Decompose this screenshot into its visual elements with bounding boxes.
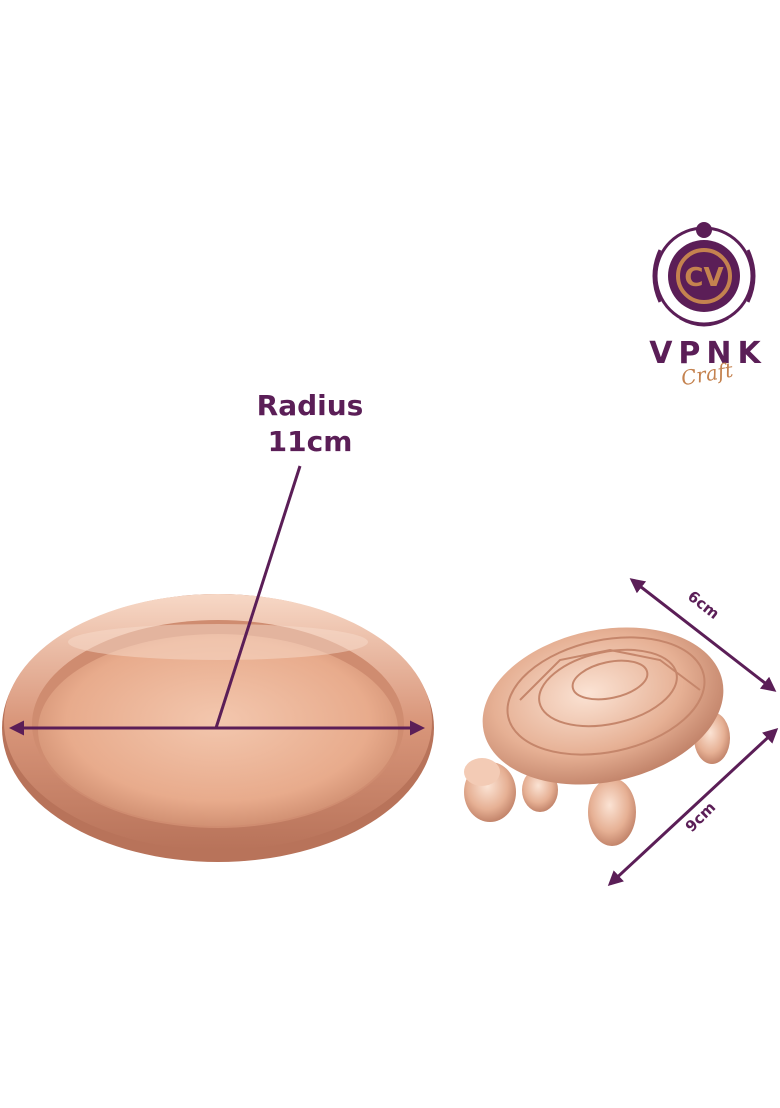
width-arrow <box>629 578 777 692</box>
logo-monogram: CV <box>684 263 723 293</box>
vpnk-crest-icon: CV <box>652 222 756 327</box>
brand-name: VPNK <box>649 336 767 371</box>
radius-label: Radius 11cm <box>220 388 400 460</box>
radius-label-line2: 11cm <box>267 425 353 458</box>
radius-label-line1: Radius <box>256 389 364 422</box>
radius-leader-line <box>214 465 302 729</box>
length-arrow <box>607 727 779 887</box>
